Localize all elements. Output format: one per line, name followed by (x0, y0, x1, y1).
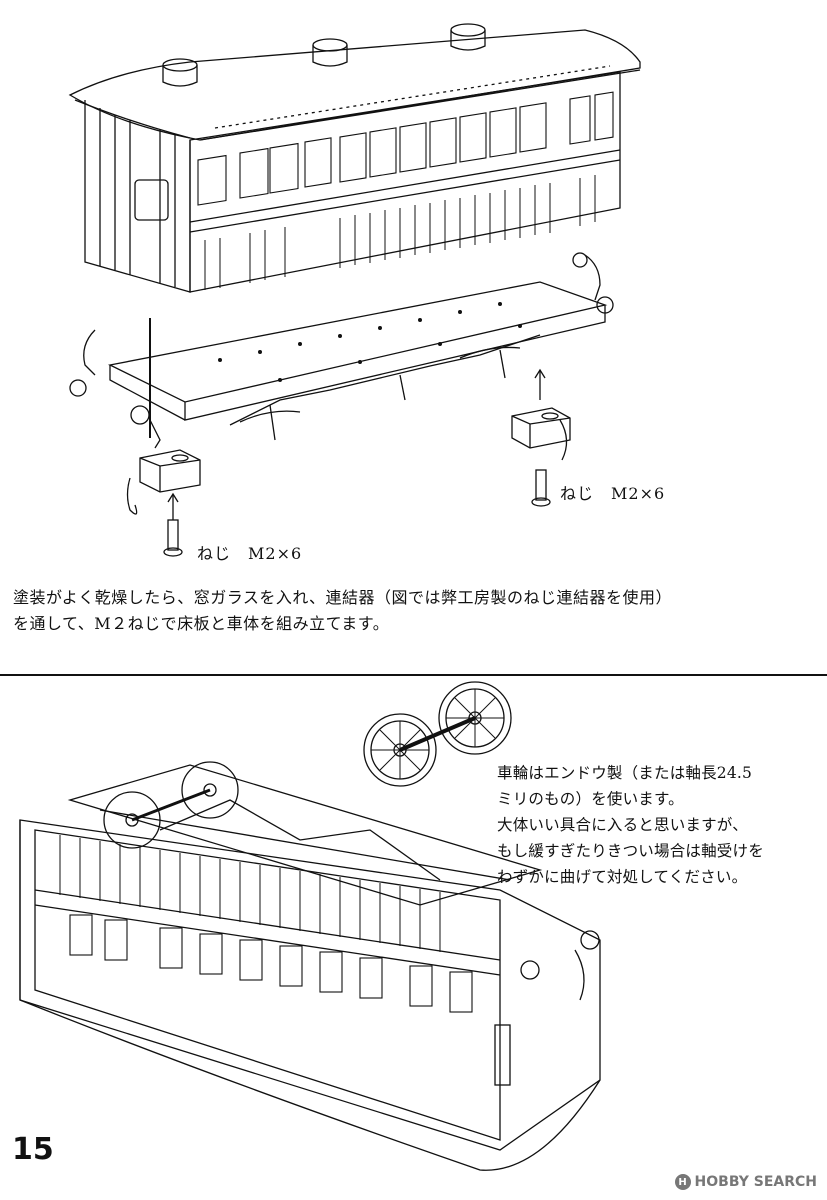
screw-label-right: ねじ M2×6 (560, 484, 666, 503)
watermark: H HOBBY SEARCH (674, 1174, 817, 1190)
instruction-line: わずかに曲げて対処してください。 (497, 868, 748, 886)
watermark-text: HOBBY SEARCH (694, 1174, 817, 1190)
bolster-right-drawing (511, 368, 571, 507)
instruction-line: 塗装がよく乾燥したら、窓ガラスを入れ、連結器（図では弊工房製のねじ連結器を使用） (13, 588, 673, 607)
wheelset-drawing (363, 681, 512, 787)
instruction-line: もし緩すぎたりきつい場合は軸受けを (497, 842, 764, 860)
bolster-left-drawing (126, 449, 201, 557)
hobbysearch-logo-icon: H (674, 1174, 691, 1190)
screw-label-left: ねじ M2×6 (197, 544, 303, 563)
underframe-drawing (69, 252, 614, 449)
instruction-line: 大体いい具合に入ると思いますが、 (497, 816, 748, 834)
car-body-drawing (68, 23, 641, 293)
instruction-line: 車輪はエンドウ製（または軸長24.5 (497, 764, 753, 782)
assembly-instruction-text: 塗装がよく乾燥したら、窓ガラスを入れ、連結器（図では弊工房製のねじ連結器を使用）… (13, 585, 813, 637)
page-number: 15 (12, 1132, 54, 1167)
section-divider (0, 674, 827, 676)
instruction-line: を通して、M２ねじで床板と車体を組み立てます。 (13, 614, 390, 633)
wheel-instruction-text: 車輪はエンドウ製（または軸長24.5 ミリのもの）を使います。 大体いい具合に入… (497, 760, 822, 890)
inverted-car-drawing (19, 761, 601, 1171)
instruction-line: ミリのもの）を使います。 (497, 790, 684, 808)
